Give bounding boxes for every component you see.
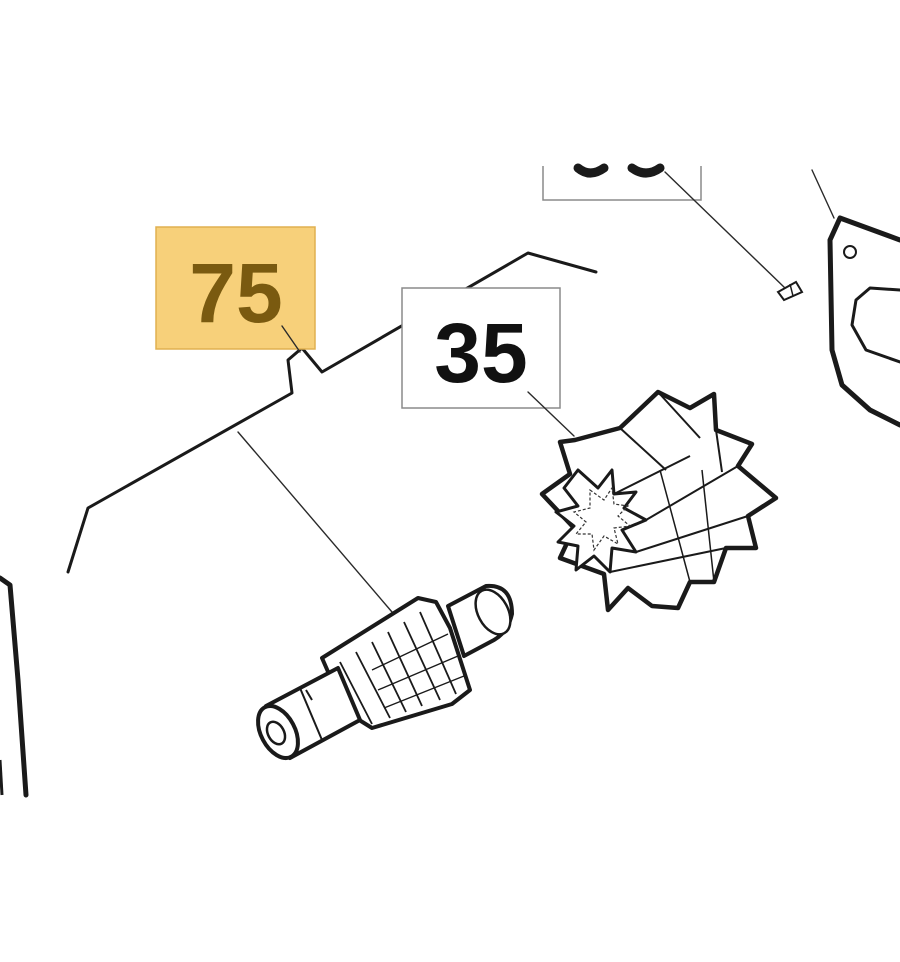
leader-line-top [664, 171, 786, 289]
housing-fragment-left [0, 575, 29, 798]
screw-icon [776, 280, 804, 302]
callout-35[interactable]: 35 [401, 287, 561, 409]
leader-line-75-shaft [237, 431, 393, 613]
leader-line-35 [527, 391, 575, 437]
callout-75[interactable]: 75 [155, 226, 316, 350]
leader-line-75 [281, 325, 301, 353]
housing-fragment-right [811, 169, 900, 428]
bracket-outline [66, 251, 598, 574]
star-gear-icon[interactable] [539, 389, 779, 613]
partial-callout-top [540, 140, 710, 201]
callout-35-label: 35 [434, 306, 527, 400]
pinion-shaft-icon[interactable] [250, 583, 518, 765]
callout-75-label: 75 [189, 246, 282, 340]
